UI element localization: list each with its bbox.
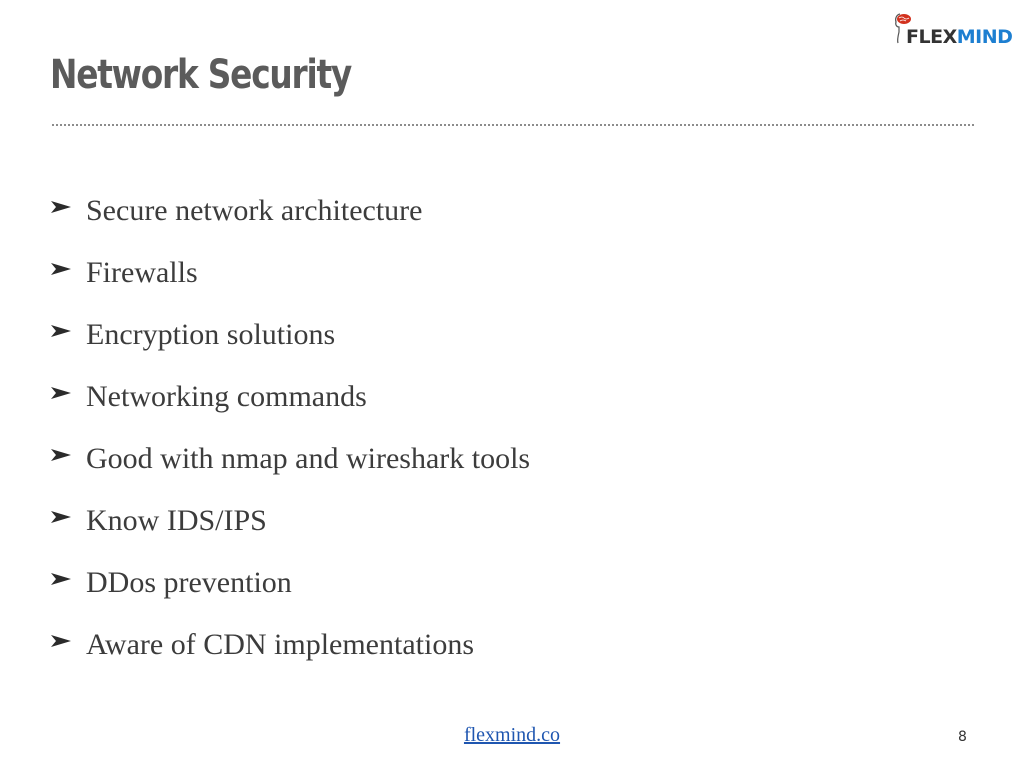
bullet-text: Encryption solutions xyxy=(86,318,336,351)
bullet-item: Firewalls xyxy=(50,252,530,314)
brain-head-icon xyxy=(895,13,911,44)
arrow-bullet-icon xyxy=(51,511,71,523)
arrow-bullet-icon xyxy=(51,201,71,213)
logo-text-mind: MIND xyxy=(956,26,1013,48)
bullet-text: DDos prevention xyxy=(86,566,292,599)
bullet-text: Know IDS/IPS xyxy=(86,504,267,537)
title-divider xyxy=(52,124,974,126)
logo-wordmark: FLEXMIND xyxy=(906,26,1013,48)
bullet-item: Encryption solutions xyxy=(50,314,530,376)
footer-link[interactable]: flexmind.co xyxy=(463,724,561,746)
bullet-item: Good with nmap and wireshark tools xyxy=(50,438,530,500)
bullet-text: Networking commands xyxy=(86,380,367,413)
bullet-item: Know IDS/IPS xyxy=(50,500,530,562)
bullet-text: Firewalls xyxy=(86,256,198,289)
bullet-item: Aware of CDN implementations xyxy=(50,624,530,686)
bullet-text: Aware of CDN implementations xyxy=(86,628,474,661)
arrow-bullet-icon xyxy=(51,387,71,399)
bullet-text: Secure network architecture xyxy=(86,194,423,227)
bullet-item: Networking commands xyxy=(50,376,530,438)
slide-title: Network Security xyxy=(50,52,352,98)
arrow-bullet-icon xyxy=(51,573,71,585)
page-number: 8 xyxy=(958,729,967,745)
footer: flexmind.co xyxy=(0,724,1024,747)
bullet-item: Secure network architecture xyxy=(50,190,530,252)
logo-text-flex: FLEX xyxy=(906,26,957,48)
bullet-item: DDos prevention xyxy=(50,562,530,624)
bullet-text: Good with nmap and wireshark tools xyxy=(86,442,531,475)
arrow-bullet-icon xyxy=(51,325,71,337)
bullet-list: Secure network architecture Firewalls En… xyxy=(50,190,530,686)
arrow-bullet-icon xyxy=(51,449,71,461)
arrow-bullet-icon xyxy=(51,263,71,275)
arrow-bullet-icon xyxy=(51,635,71,647)
flexmind-logo: FLEXMIND xyxy=(894,12,1013,48)
